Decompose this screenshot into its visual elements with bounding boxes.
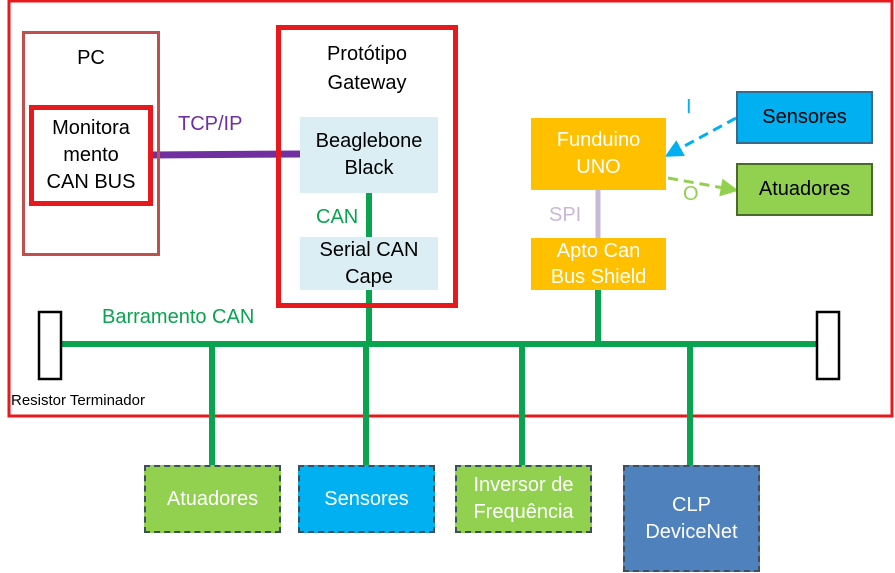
serial-can-cape: Serial CAN Cape: [300, 237, 438, 290]
device-clp-line-1: CLP: [672, 493, 711, 516]
tcp-ip-label: TCP/IP: [178, 113, 243, 135]
beaglebone-line-2: Black: [344, 157, 394, 179]
can-label: CAN: [316, 206, 359, 228]
monitor-line-3: CAN BUS: [46, 171, 136, 193]
beaglebone-black: Beaglebone Black: [300, 117, 438, 193]
input-arrow: [664, 116, 737, 157]
device-sensores-label: Sensores: [324, 487, 409, 510]
device-inversor: Inversor de Frequência: [455, 465, 592, 533]
serial-can-line-1: Serial CAN: [319, 238, 419, 261]
device-atuadores-label: Atuadores: [166, 487, 259, 510]
atuadores-io: Atuadores: [736, 163, 873, 216]
tcp-ip-link: [149, 150, 302, 159]
terminator-right: [815, 310, 841, 381]
sensores-io: Sensores: [736, 91, 873, 144]
bus-label: Barramento CAN: [102, 306, 255, 328]
device-clp-line-2: DeviceNet: [645, 520, 738, 543]
apto-line-1: Apto Can: [556, 240, 641, 262]
spi-label: SPI: [549, 204, 582, 226]
device-sensores: Sensores: [298, 465, 435, 533]
device-atuadores: Atuadores: [144, 465, 281, 533]
atuadores-io-label: Atuadores: [758, 178, 851, 200]
monitor-line-1: Monitora: [52, 117, 130, 139]
apto-line-2: Bus Shield: [550, 266, 647, 288]
can-bus-monitor: Monitora mento CAN BUS: [29, 105, 153, 206]
terminator-left: [37, 310, 63, 381]
monitor-line-2: mento: [63, 144, 119, 166]
terminator-label: Resistor Terminador: [11, 392, 145, 409]
serial-can-line-2: Cape: [345, 265, 393, 288]
output-arrow: [667, 176, 739, 197]
device-inversor-line-2: Frequência: [473, 501, 574, 523]
input-label: I: [686, 96, 692, 118]
gateway-title-line-2: Gateway: [327, 72, 407, 94]
device-inversor-line-1: Inversor de: [473, 474, 574, 496]
pc-block: [22, 31, 160, 256]
device-clp: CLP DeviceNet: [623, 465, 760, 572]
beaglebone-line-1: Beaglebone: [315, 130, 423, 152]
apto-can-bus-shield: Apto Can Bus Shield: [531, 238, 666, 290]
funduino-uno: Funduino UNO: [531, 118, 666, 190]
sensores-io-label: Sensores: [762, 106, 847, 128]
system-frame: [7, 0, 894, 418]
output-label: O: [683, 183, 699, 205]
pc-title: PC: [77, 47, 105, 69]
funduino-line-2: UNO: [576, 156, 621, 178]
funduino-line-1: Funduino: [556, 129, 641, 151]
gateway-title-line-1: Protótipo: [326, 43, 408, 65]
gateway-title: Protótipo Gateway: [276, 40, 458, 98]
gateway-prototype: [276, 25, 458, 308]
